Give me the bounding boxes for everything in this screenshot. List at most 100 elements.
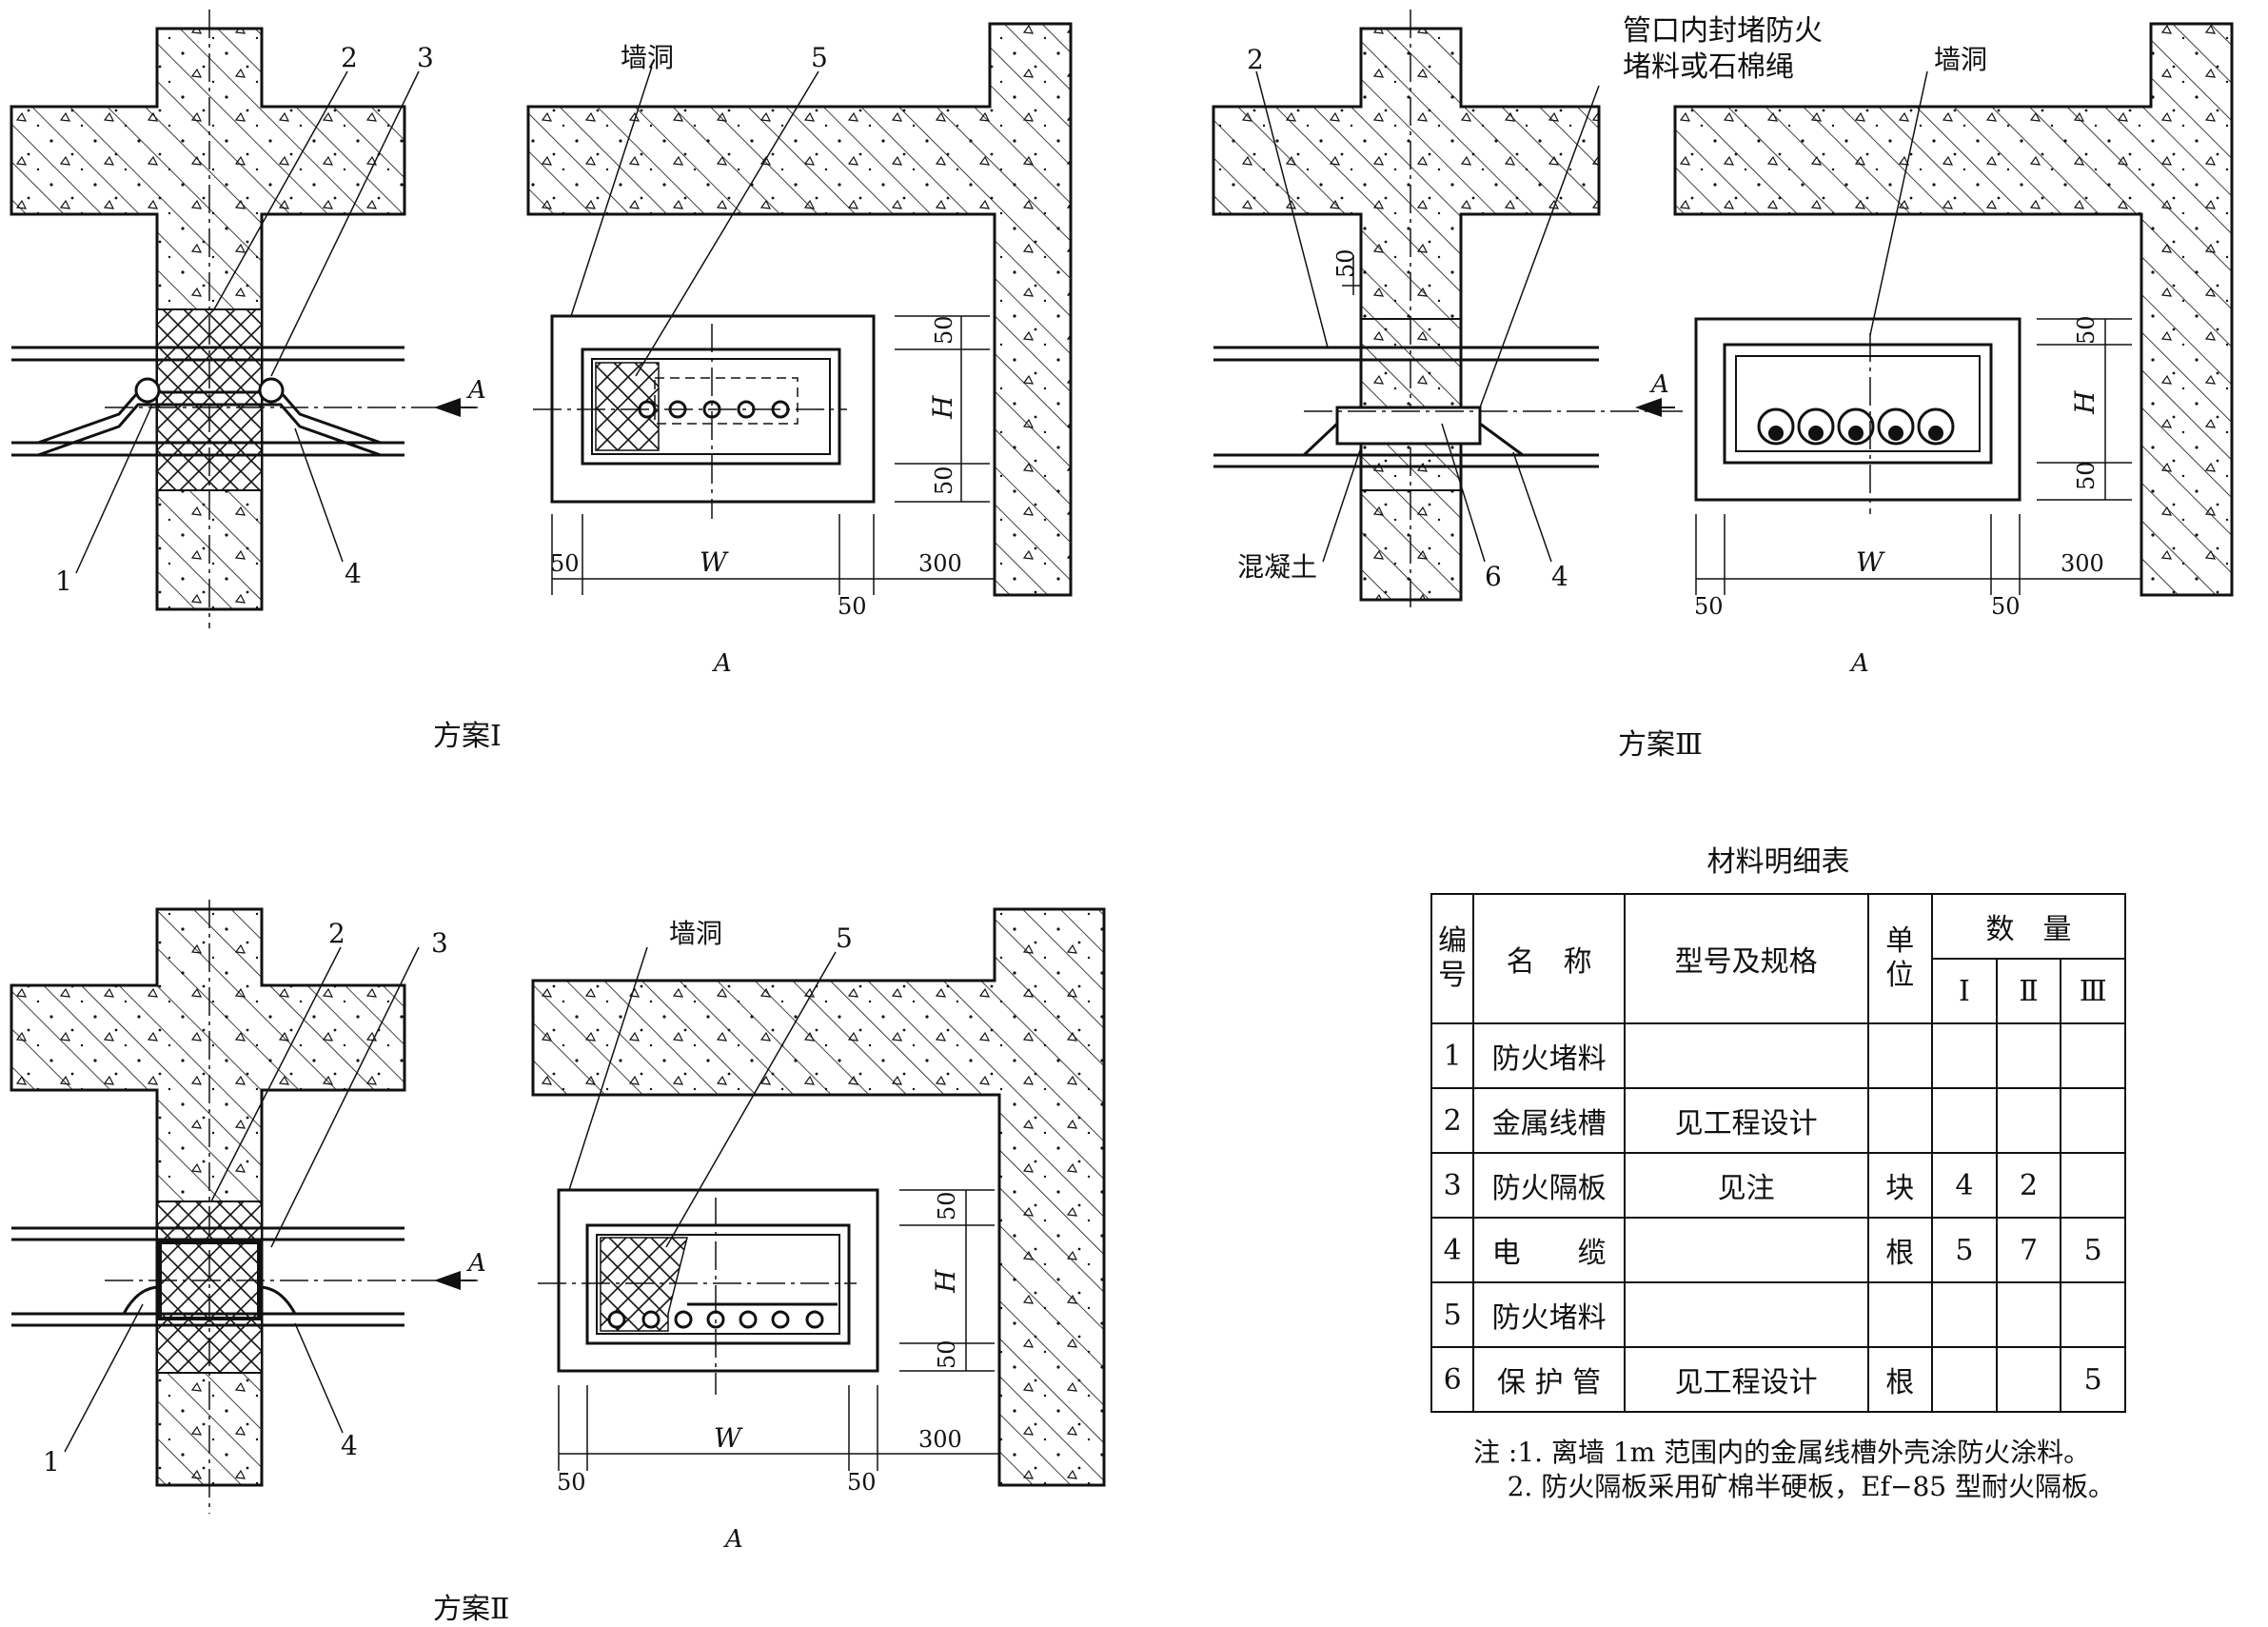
s1v-view-label: A — [712, 649, 732, 678]
cell-q3 — [2060, 1281, 2126, 1348]
cell-spec: 见工程设计 — [1623, 1346, 1869, 1413]
cell-unit: 根 — [1866, 1346, 1934, 1413]
scheme2-section: A 2 3 1 4 — [10, 900, 486, 1514]
cell-name: 防火隔板 — [1472, 1152, 1626, 1219]
s1v-dim-bottom: 50 — [931, 466, 957, 495]
s2-num-1: 1 — [43, 1446, 60, 1478]
cell-unit — [1866, 1087, 1934, 1154]
cell-q1 — [1931, 1281, 1998, 1348]
s1-num-2: 2 — [341, 42, 358, 73]
cell-q2: 2 — [1995, 1152, 2062, 1219]
s3-concrete-label: 混凝土 — [1237, 551, 1317, 583]
header-name: 名 称 — [1472, 893, 1626, 1024]
cell-q1 — [1931, 1022, 1998, 1089]
s2v-dim-top: 50 — [934, 1191, 960, 1220]
s2v-dim-bottom: 50 — [934, 1339, 960, 1369]
scheme3-view: 墙洞 50 H 50 50 W 50 300 A — [1673, 22, 2234, 678]
header-qty-2: Ⅱ — [1995, 958, 2062, 1024]
cell-q3 — [2060, 1152, 2126, 1219]
header-qty-3: Ⅲ — [2060, 958, 2126, 1024]
cell-unit: 根 — [1866, 1217, 1934, 1283]
cell-unit: 块 — [1866, 1152, 1934, 1219]
cell-q1 — [1931, 1346, 1998, 1413]
s3-seal-label-1: 管口内封堵防火 — [1623, 14, 1823, 48]
cell-unit — [1866, 1281, 1934, 1348]
header-unit: 单位 — [1866, 893, 1934, 1024]
scheme2-caption: 方案Ⅱ — [433, 1593, 510, 1626]
s3-num-4: 4 — [1551, 561, 1568, 592]
cell-no: 2 — [1430, 1087, 1475, 1154]
header-spec: 型号及规格 — [1623, 893, 1869, 1024]
s3v-dim-w: W — [1856, 546, 1885, 578]
cell-name: 电 缆 — [1472, 1217, 1626, 1283]
cell-q2 — [1995, 1281, 2062, 1348]
s3v-dim-wall: 300 — [2061, 550, 2104, 577]
s2-num-3: 3 — [431, 927, 448, 959]
header-qty-1: Ⅰ — [1931, 958, 1998, 1024]
scheme1-view: 墙洞 5 50 H 50 50 W 50 300 A — [526, 22, 1073, 678]
s3v-dim-h: H — [2069, 390, 2100, 415]
cell-spec — [1623, 1217, 1869, 1283]
cell-q1 — [1931, 1087, 1998, 1154]
cell-q1: 5 — [1931, 1217, 1998, 1283]
s1-num-3: 3 — [417, 42, 434, 73]
s1v-dim-top: 50 — [931, 315, 957, 345]
scheme1-caption: 方案Ⅰ — [433, 720, 502, 753]
scheme3-section: A 50 管口内封堵防火 堵料或石棉绳 混凝土 2 6 4 — [1212, 10, 1823, 609]
s3-gap-dim: 50 — [1332, 248, 1359, 278]
cell-q2: 7 — [1995, 1217, 2062, 1283]
cell-spec — [1623, 1281, 1869, 1348]
scheme2-view: 墙洞 5 50 H 50 50 W 50 300 A — [531, 907, 1106, 1554]
s1-num-4: 4 — [345, 558, 362, 589]
s3-seal-label-2: 堵料或石棉绳 — [1623, 50, 1794, 84]
s1v-dim-horizontal — [551, 514, 996, 595]
s1v-num-5: 5 — [811, 42, 828, 73]
scheme1-section: A 2 3 1 4 — [10, 10, 486, 628]
s2-num-2: 2 — [328, 918, 345, 949]
material-table-title: 材料明细表 — [1706, 845, 1850, 879]
s1v-dim-vertical — [895, 315, 990, 503]
s3-tray — [1213, 346, 1599, 468]
s3v-dim-bottom: 50 — [2073, 461, 2100, 490]
s3v-dim-top: 50 — [2073, 315, 2100, 345]
cell-spec — [1623, 1022, 1869, 1089]
cell-name: 金属线槽 — [1472, 1087, 1626, 1154]
s3v-view-label: A — [1849, 649, 1869, 678]
cell-q2 — [1995, 1087, 2062, 1154]
cell-no: 1 — [1430, 1022, 1475, 1089]
s2v-firestop-pack — [600, 1237, 688, 1332]
cell-no: 3 — [1430, 1152, 1475, 1219]
cell-q3 — [2060, 1022, 2126, 1089]
s1v-dim-right: 50 — [838, 593, 867, 620]
cell-no: 6 — [1430, 1346, 1475, 1413]
s3-section-label: A — [1649, 370, 1669, 399]
cell-name: 防火堵料 — [1472, 1281, 1626, 1348]
s1-num-1: 1 — [55, 565, 72, 597]
cell-name: 防火堵料 — [1472, 1022, 1626, 1089]
s3v-dim-left: 50 — [1694, 593, 1724, 620]
s1v-dim-wall: 300 — [918, 550, 962, 577]
cell-spec: 见工程设计 — [1623, 1087, 1869, 1154]
cell-q3 — [2060, 1087, 2126, 1154]
s1v-dim-left: 50 — [550, 550, 580, 577]
s1v-hole-label: 墙洞 — [621, 42, 674, 73]
s2v-dim-w: W — [714, 1422, 743, 1454]
header-no: 编号 — [1430, 893, 1475, 1024]
cell-q3: 5 — [2060, 1346, 2126, 1413]
cell-no: 5 — [1430, 1281, 1475, 1348]
s2v-dim-wall: 300 — [918, 1426, 962, 1453]
s2v-dim-right: 50 — [847, 1469, 877, 1496]
s2v-dim-left: 50 — [557, 1469, 586, 1496]
cell-q1: 4 — [1931, 1152, 1998, 1219]
cell-q3: 5 — [2060, 1217, 2126, 1283]
s2-section-label: A — [466, 1249, 486, 1278]
cell-q2 — [1995, 1022, 2062, 1089]
